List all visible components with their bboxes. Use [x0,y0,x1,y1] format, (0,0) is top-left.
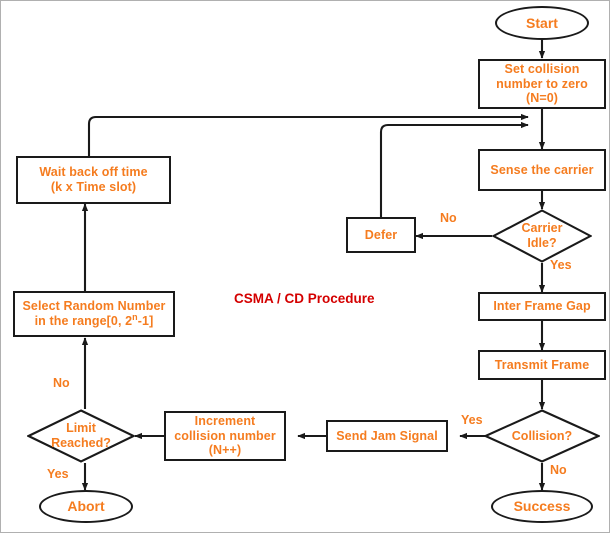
node-collision[interactable]: Collision? [484,409,600,463]
node-send-jam-signal[interactable]: Send Jam Signal [326,420,448,452]
edge-label-carrier-idle-no: No [440,211,457,225]
node-wait-back-off-time[interactable]: Wait back off time (k x Time slot) [16,156,171,204]
edge-label-collision-no: No [550,463,567,477]
node-select-random-number[interactable]: Select Random Number in the range[0, 2n-… [13,291,175,337]
diagram-title: CSMA / CD Procedure [234,291,375,306]
node-defer-label: Defer [364,227,398,242]
node-limit-reached-label: Limit Reached? [51,421,111,450]
collision-diamond-shape [484,409,600,463]
edge-label-limit-reached-yes: Yes [47,467,69,481]
select-random-number-line2-post: -1] [137,314,154,328]
node-defer[interactable]: Defer [346,217,416,253]
limit-reached-diamond-shape [27,409,135,463]
node-carrier-idle[interactable]: Carrier Idle? [492,209,592,263]
node-collision-label: Collision? [511,428,573,443]
select-random-number-exponent: n [132,311,138,322]
node-send-jam-signal-label: Send Jam Signal [336,428,438,443]
node-limit-reached[interactable]: Limit Reached? [27,409,135,463]
edge-label-limit-reached-no: No [53,376,70,390]
node-transmit-frame[interactable]: Transmit Frame [478,350,606,380]
node-inter-frame-gap-label: Inter Frame Gap [493,299,591,314]
node-increment-collision-number[interactable]: Increment collision number (N++) [164,411,286,461]
select-random-number-line2-pre: in the range[0, 2 [34,314,133,328]
node-sense-the-carrier-label: Sense the carrier [490,162,594,177]
node-select-random-number-label: Select Random Number in the range[0, 2n-… [22,299,165,329]
node-set-collision-number-to-zero-label: Set collision number to zero (N=0) [496,61,588,106]
node-transmit-frame-label: Transmit Frame [494,357,590,372]
node-carrier-idle-label: Carrier Idle? [521,221,563,250]
node-start-label: Start [526,14,558,31]
node-sense-the-carrier[interactable]: Sense the carrier [478,149,606,191]
node-increment-collision-number-label: Increment collision number (N++) [174,413,276,458]
node-inter-frame-gap[interactable]: Inter Frame Gap [478,292,606,321]
select-random-number-line1: Select Random Number [22,299,166,314]
edge-label-carrier-idle-yes: Yes [550,258,572,272]
edge-label-collision-yes: Yes [461,413,483,427]
carrier-idle-diamond-shape [492,209,592,263]
node-success[interactable]: Success [491,490,593,523]
node-success-label: Success [513,498,571,515]
node-set-collision-number-to-zero[interactable]: Set collision number to zero (N=0) [478,59,606,109]
node-start[interactable]: Start [495,6,589,40]
node-wait-back-off-time-label: Wait back off time (k x Time slot) [39,165,148,194]
node-abort-label: Abort [67,498,105,515]
node-abort[interactable]: Abort [39,490,133,523]
